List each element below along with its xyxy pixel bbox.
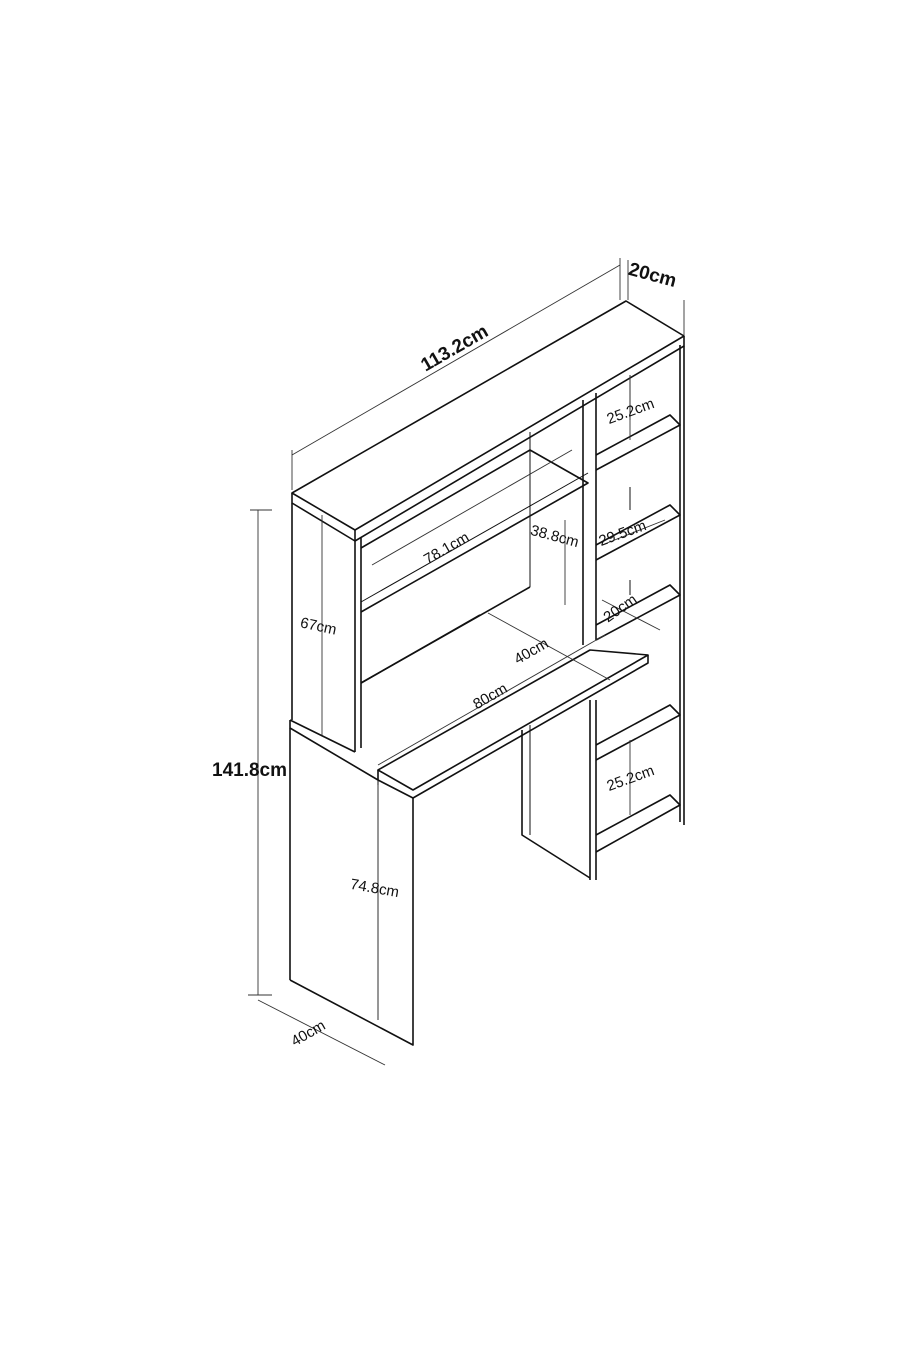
desk-top (289, 614, 649, 799)
dimension-lines (248, 258, 685, 1066)
hutch-left-side (291, 503, 362, 752)
right-shelf-column (582, 345, 685, 880)
desk-legs (289, 725, 591, 1046)
total-height-label: 141.8cm (212, 760, 288, 781)
